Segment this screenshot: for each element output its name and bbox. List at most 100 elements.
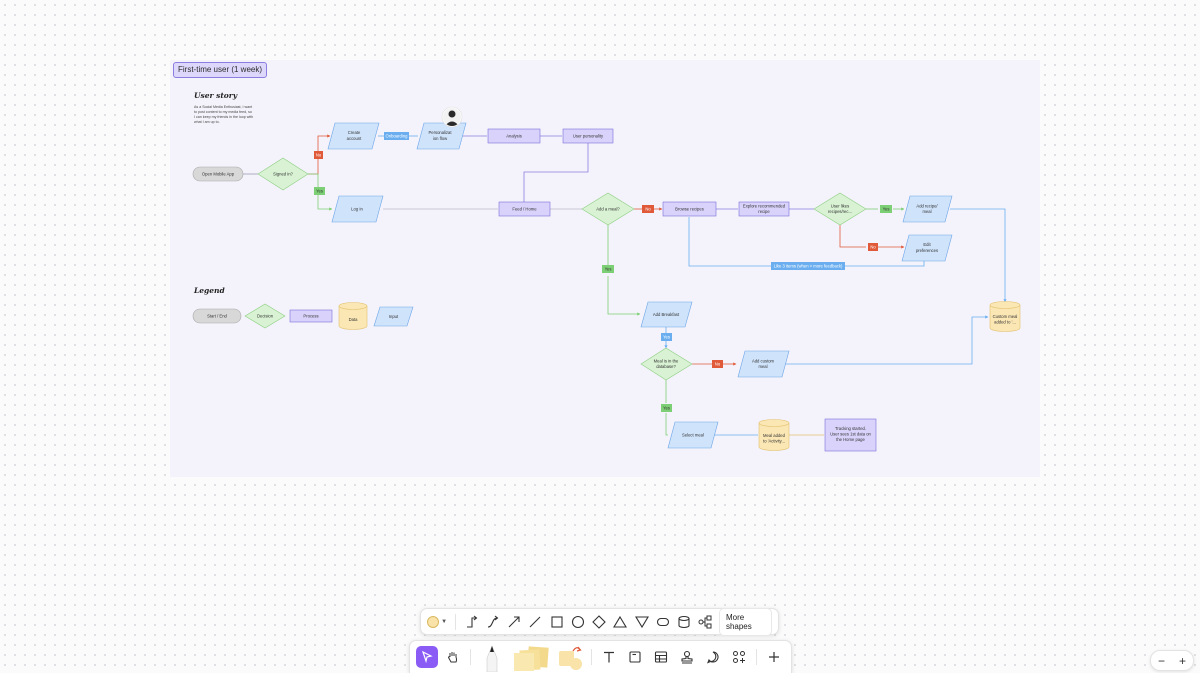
node-label: Tracking started. bbox=[835, 426, 866, 431]
node-explore-recipe[interactable]: Explore recommended recipe bbox=[738, 201, 790, 217]
shapes-icon bbox=[559, 646, 582, 670]
select-tool[interactable] bbox=[416, 646, 438, 668]
frame-icon bbox=[629, 651, 641, 663]
user-story-line: I can keep my friends in the loop with bbox=[194, 115, 253, 119]
diamond-icon[interactable] bbox=[592, 613, 607, 631]
tag-yes-meal-in-db[interactable]: Yes bbox=[661, 404, 672, 412]
legend-label: Process bbox=[303, 314, 318, 319]
node-label: Add Breakfast bbox=[653, 312, 680, 317]
tag-label: Yes bbox=[663, 335, 670, 340]
connector bbox=[607, 276, 641, 316]
node-add-meal[interactable]: Add a meal? bbox=[581, 192, 635, 226]
stamp-icon bbox=[681, 650, 693, 664]
node-feed-home[interactable]: Feed / Home bbox=[498, 201, 551, 217]
legend-label: Decision bbox=[257, 314, 274, 319]
sticky-note-tool[interactable] bbox=[511, 642, 551, 672]
legend-process[interactable]: Process bbox=[289, 309, 333, 323]
legend-heading: Legend bbox=[193, 286, 226, 295]
hand-tool[interactable] bbox=[442, 648, 464, 666]
node-add-breakfast[interactable]: Add Breakfast bbox=[640, 301, 693, 328]
node-meal-added[interactable]: Meal added to 'Activity... bbox=[758, 419, 790, 451]
legend-data[interactable]: Data bbox=[338, 302, 368, 330]
tag-like-feedback[interactable]: Like 3 items (when > more feedback) bbox=[771, 262, 845, 270]
tag-no-user-likes[interactable]: No bbox=[868, 243, 878, 251]
connector bbox=[523, 143, 589, 202]
table-tool[interactable] bbox=[650, 648, 672, 666]
square-icon[interactable] bbox=[549, 613, 564, 631]
toolbar-divider bbox=[455, 613, 457, 630]
node-add-custom-meal[interactable]: Add custom meal bbox=[737, 350, 790, 378]
zoom-out-button[interactable]: − bbox=[1157, 653, 1165, 668]
frame-title[interactable]: First-time user (1 week) bbox=[173, 62, 268, 78]
node-label: Add a meal? bbox=[596, 207, 620, 212]
legend-label: Data bbox=[349, 317, 359, 322]
node-open-app[interactable]: Open Mobile App bbox=[192, 166, 244, 182]
node-analysis[interactable]: Analysis bbox=[487, 128, 541, 144]
cylinder-icon[interactable] bbox=[676, 613, 691, 631]
node-signed-in[interactable]: Signed in? bbox=[257, 157, 309, 191]
node-select-meal[interactable]: Select meal bbox=[667, 421, 719, 449]
legend-start-end[interactable]: Start / End bbox=[192, 308, 242, 324]
shapes-tool[interactable] bbox=[555, 642, 585, 672]
node-tracking-started[interactable]: Tracking started. User sees 1st data on … bbox=[824, 418, 877, 452]
stamp-tool[interactable] bbox=[676, 648, 698, 666]
legend-decision[interactable]: Decision bbox=[244, 303, 286, 329]
inverted-triangle-icon[interactable] bbox=[634, 613, 649, 631]
node-log-in[interactable]: Log In bbox=[331, 195, 384, 223]
node-create-account[interactable]: Create account bbox=[327, 122, 380, 150]
node-label: Meal added bbox=[763, 433, 786, 438]
circle-icon[interactable] bbox=[570, 613, 585, 631]
tag-yes-signed-in[interactable]: Yes bbox=[314, 187, 325, 195]
node-add-recipe-meal[interactable]: Add recipe/ meal bbox=[902, 195, 953, 223]
zoom-in-button[interactable]: + bbox=[1178, 653, 1186, 668]
add-tool-button[interactable] bbox=[763, 648, 785, 666]
flowchart-icon[interactable] bbox=[698, 613, 713, 631]
frame-tool[interactable] bbox=[624, 648, 646, 666]
node-label: meal bbox=[758, 364, 767, 369]
node-label: Browse recipes bbox=[675, 207, 704, 212]
node-personalization[interactable]: Personalizat ion flow bbox=[416, 122, 467, 150]
node-browse-recipes[interactable]: Browse recipes bbox=[662, 201, 717, 217]
node-custom-meal-added[interactable]: Custom meal added to '... bbox=[989, 301, 1021, 332]
tag-no-signed-in[interactable]: No bbox=[314, 151, 323, 159]
triangle-icon[interactable] bbox=[613, 613, 628, 631]
connectors bbox=[243, 134, 1007, 436]
node-label: ion flow bbox=[433, 136, 448, 141]
comment-tool[interactable] bbox=[702, 648, 724, 666]
rounded-rect-icon[interactable] bbox=[655, 613, 670, 631]
node-label: Log In bbox=[351, 207, 363, 212]
shapes-toolbar: ▼ More shapes bbox=[420, 607, 779, 636]
user-story-line: to post content to my media feed, so bbox=[194, 110, 252, 114]
node-label: Create bbox=[348, 130, 361, 135]
elbow-connector-icon[interactable] bbox=[464, 613, 479, 631]
legend-label: Input bbox=[389, 314, 399, 319]
node-user-personality[interactable]: User personality bbox=[562, 128, 614, 144]
arrow-icon[interactable] bbox=[507, 613, 522, 631]
tag-no-meal-in-db[interactable]: No bbox=[712, 360, 723, 368]
tag-onboarding[interactable]: Onboarding bbox=[384, 132, 409, 140]
node-label: recipe bbox=[758, 209, 770, 214]
node-label: Feed / Home bbox=[512, 207, 537, 212]
curved-connector-icon[interactable] bbox=[485, 613, 500, 631]
table-icon bbox=[654, 651, 668, 663]
tag-yes-user-likes[interactable]: Yes bbox=[880, 205, 892, 213]
node-label: User sees 1st data on bbox=[830, 432, 871, 437]
tag-yes-add-meal[interactable]: Yes bbox=[602, 265, 614, 273]
node-edit-preferences[interactable]: Edit preferences bbox=[901, 234, 953, 262]
fill-color-picker[interactable]: ▼ bbox=[427, 613, 447, 631]
tag-yes-breakfast[interactable]: Yes bbox=[661, 333, 672, 341]
legend-label: Start / End bbox=[207, 314, 227, 319]
tag-no-add-meal[interactable]: No bbox=[642, 205, 654, 213]
text-tool[interactable] bbox=[598, 648, 620, 666]
line-icon[interactable] bbox=[528, 613, 543, 631]
pen-tool[interactable] bbox=[477, 642, 507, 672]
node-meal-in-db[interactable]: Meal is in the database? bbox=[640, 347, 693, 381]
node-user-likes[interactable]: User likes recipes/rec... bbox=[813, 192, 867, 226]
node-label: Edit bbox=[923, 242, 931, 247]
more-shapes-button[interactable]: More shapes bbox=[718, 607, 773, 636]
legend-input[interactable]: Input bbox=[373, 306, 414, 327]
more-tools[interactable] bbox=[728, 648, 750, 666]
legend: Legend Start / End Decision Process Data… bbox=[192, 286, 414, 330]
connector bbox=[845, 261, 925, 267]
add-icon bbox=[769, 652, 779, 662]
